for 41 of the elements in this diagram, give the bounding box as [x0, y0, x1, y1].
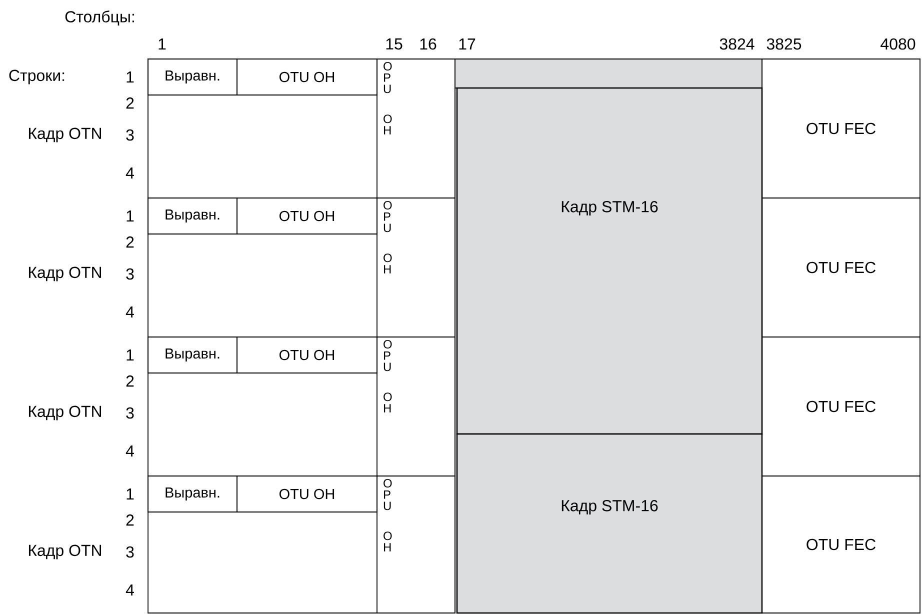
payload-box: Кадр STM-16 [456, 433, 763, 614]
row-number: 3 [126, 407, 134, 419]
row-number: 2 [126, 97, 134, 109]
overhead-column: OPU OH [376, 198, 456, 338]
column-number: 17 [459, 38, 476, 50]
alignment-cell: Выравн. [148, 198, 238, 234]
fec-cell: OTU FEC [762, 336, 920, 476]
frame-label: Кадр OTN [28, 406, 101, 420]
fec-cell: OTU FEC [762, 58, 920, 198]
alignment-cell: Выравн. [148, 336, 238, 374]
axis-title: Столбцы: [65, 10, 134, 26]
fec-cell: OTU FEC [762, 476, 920, 614]
row-number: 4 [126, 168, 134, 178]
row-number: 4 [126, 584, 134, 596]
column-number: 3824 [720, 38, 754, 50]
overhead-column: OPU OH [376, 336, 456, 476]
axis-title: Строки: [9, 70, 64, 84]
frame-label: Кадр OTN [28, 128, 101, 142]
payload-strip [454, 58, 762, 88]
row-number: 3 [126, 268, 134, 280]
row-number: 2 [126, 514, 134, 526]
column-number: 3825 [766, 38, 802, 50]
row-number: 2 [126, 375, 134, 387]
overhead-column: OPU OH [376, 476, 456, 614]
overhead-column: OPU OH [376, 58, 456, 198]
overhead-cell: OTU OH [236, 476, 378, 512]
overhead-cell: OTU OH [236, 198, 378, 234]
alignment-cell: Выравн. [148, 476, 238, 512]
frame-label: Кадр OTN [28, 266, 101, 282]
row-number: 3 [126, 546, 134, 558]
overhead-cell: OTU OH [236, 336, 378, 374]
row-number: 4 [126, 446, 134, 456]
row-number: 2 [126, 236, 134, 248]
fec-cell: OTU FEC [762, 198, 920, 338]
row-number: 3 [126, 129, 134, 141]
row-number: 4 [126, 306, 134, 318]
frame-label: Кадр OTN [28, 544, 101, 560]
column-number: 16 [420, 38, 436, 50]
column-number: 15 [386, 38, 402, 50]
overhead-cell: OTU OH [236, 58, 378, 96]
alignment-cell: Выравн. [148, 58, 238, 96]
